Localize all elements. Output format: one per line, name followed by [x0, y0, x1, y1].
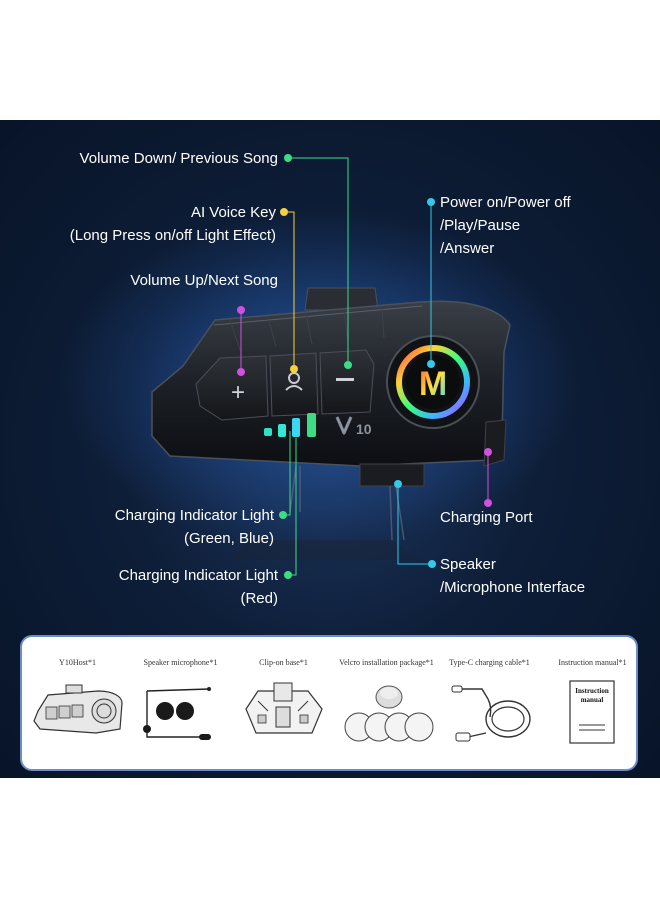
bottom-connector: [359, 463, 425, 487]
host-icon: [33, 684, 123, 734]
label-speaker-2: /Microphone Interface: [440, 579, 586, 596]
label-power-2: /Play/Pause: [440, 217, 521, 234]
label-volume-up: Volume Up/Next Song: [130, 272, 278, 289]
package-item-speaker-microphone: Speaker microphone*1: [129, 637, 232, 769]
manual-icon: Instruction manual: [569, 680, 615, 744]
package-item-caption: Speaker microphone*1: [143, 658, 218, 667]
m-logo-icon: M: [419, 365, 447, 403]
label-speaker-1: Speaker: [440, 556, 496, 573]
label-ai-voice-note: (Long Press on/off Light Effect): [69, 227, 276, 244]
power-button[interactable]: M: [386, 335, 480, 429]
package-item-cable: Type-C charging cable*1: [438, 637, 541, 769]
package-item-caption: Velcro installation package*1: [339, 658, 434, 667]
charging-port-bump: [483, 419, 507, 467]
callout-dots: [237, 154, 492, 579]
label-power-1: Power on/Power off: [440, 194, 571, 211]
volume-up-button[interactable]: +: [195, 355, 269, 421]
package-item-caption: Type-C charging cable*1: [449, 658, 530, 667]
package-contents-panel: Y10Host*1 Speaker microphone*1: [20, 635, 638, 771]
package-item-host: Y10Host*1: [26, 637, 129, 769]
package-item-caption: Instruction manual*1: [558, 658, 627, 667]
package-item-velcro: Velcro installation package*1: [335, 637, 438, 769]
velcro-icon: [344, 685, 434, 742]
manual-cover-text: manual: [581, 696, 604, 704]
package-item-manual: Instruction manual*1 Instruction manual: [541, 637, 644, 769]
label-charging-indicator-red-note: (Red): [240, 590, 278, 607]
package-item-clip-base: Clip-on base*1: [232, 637, 335, 769]
manual-cover-text: Instruction: [575, 687, 609, 695]
label-ai-voice-key: AI Voice Key: [190, 204, 276, 221]
volume-down-button[interactable]: [319, 349, 375, 415]
callout-lines: [240, 157, 489, 576]
cable-icon: [451, 685, 531, 742]
label-charging-indicator-gb: Charging Indicator Light: [114, 507, 274, 524]
led-indicator-bars: [264, 413, 316, 437]
minus-icon: [336, 378, 354, 381]
package-item-caption: Clip-on base*1: [259, 658, 308, 667]
clip-base-icon: [245, 682, 323, 734]
label-power-3: /Answer: [440, 240, 495, 257]
speaker-microphone-icon: [143, 687, 211, 740]
label-charging-indicator-gb-note: (Green, Blue): [183, 530, 274, 547]
label-volume-down: Volume Down/ Previous Song: [79, 150, 278, 167]
label-charging-port: Charging Port: [440, 509, 533, 526]
package-item-caption: Y10Host*1: [59, 658, 96, 667]
product-diagram-panel: + 10 M: [0, 120, 660, 778]
plus-icon: +: [231, 379, 245, 406]
device-illustration: + 10 M: [60, 154, 580, 579]
model-name: [335, 416, 353, 435]
model-number: 10: [356, 421, 372, 437]
label-charging-indicator-red: Charging Indicator Light: [118, 567, 278, 584]
